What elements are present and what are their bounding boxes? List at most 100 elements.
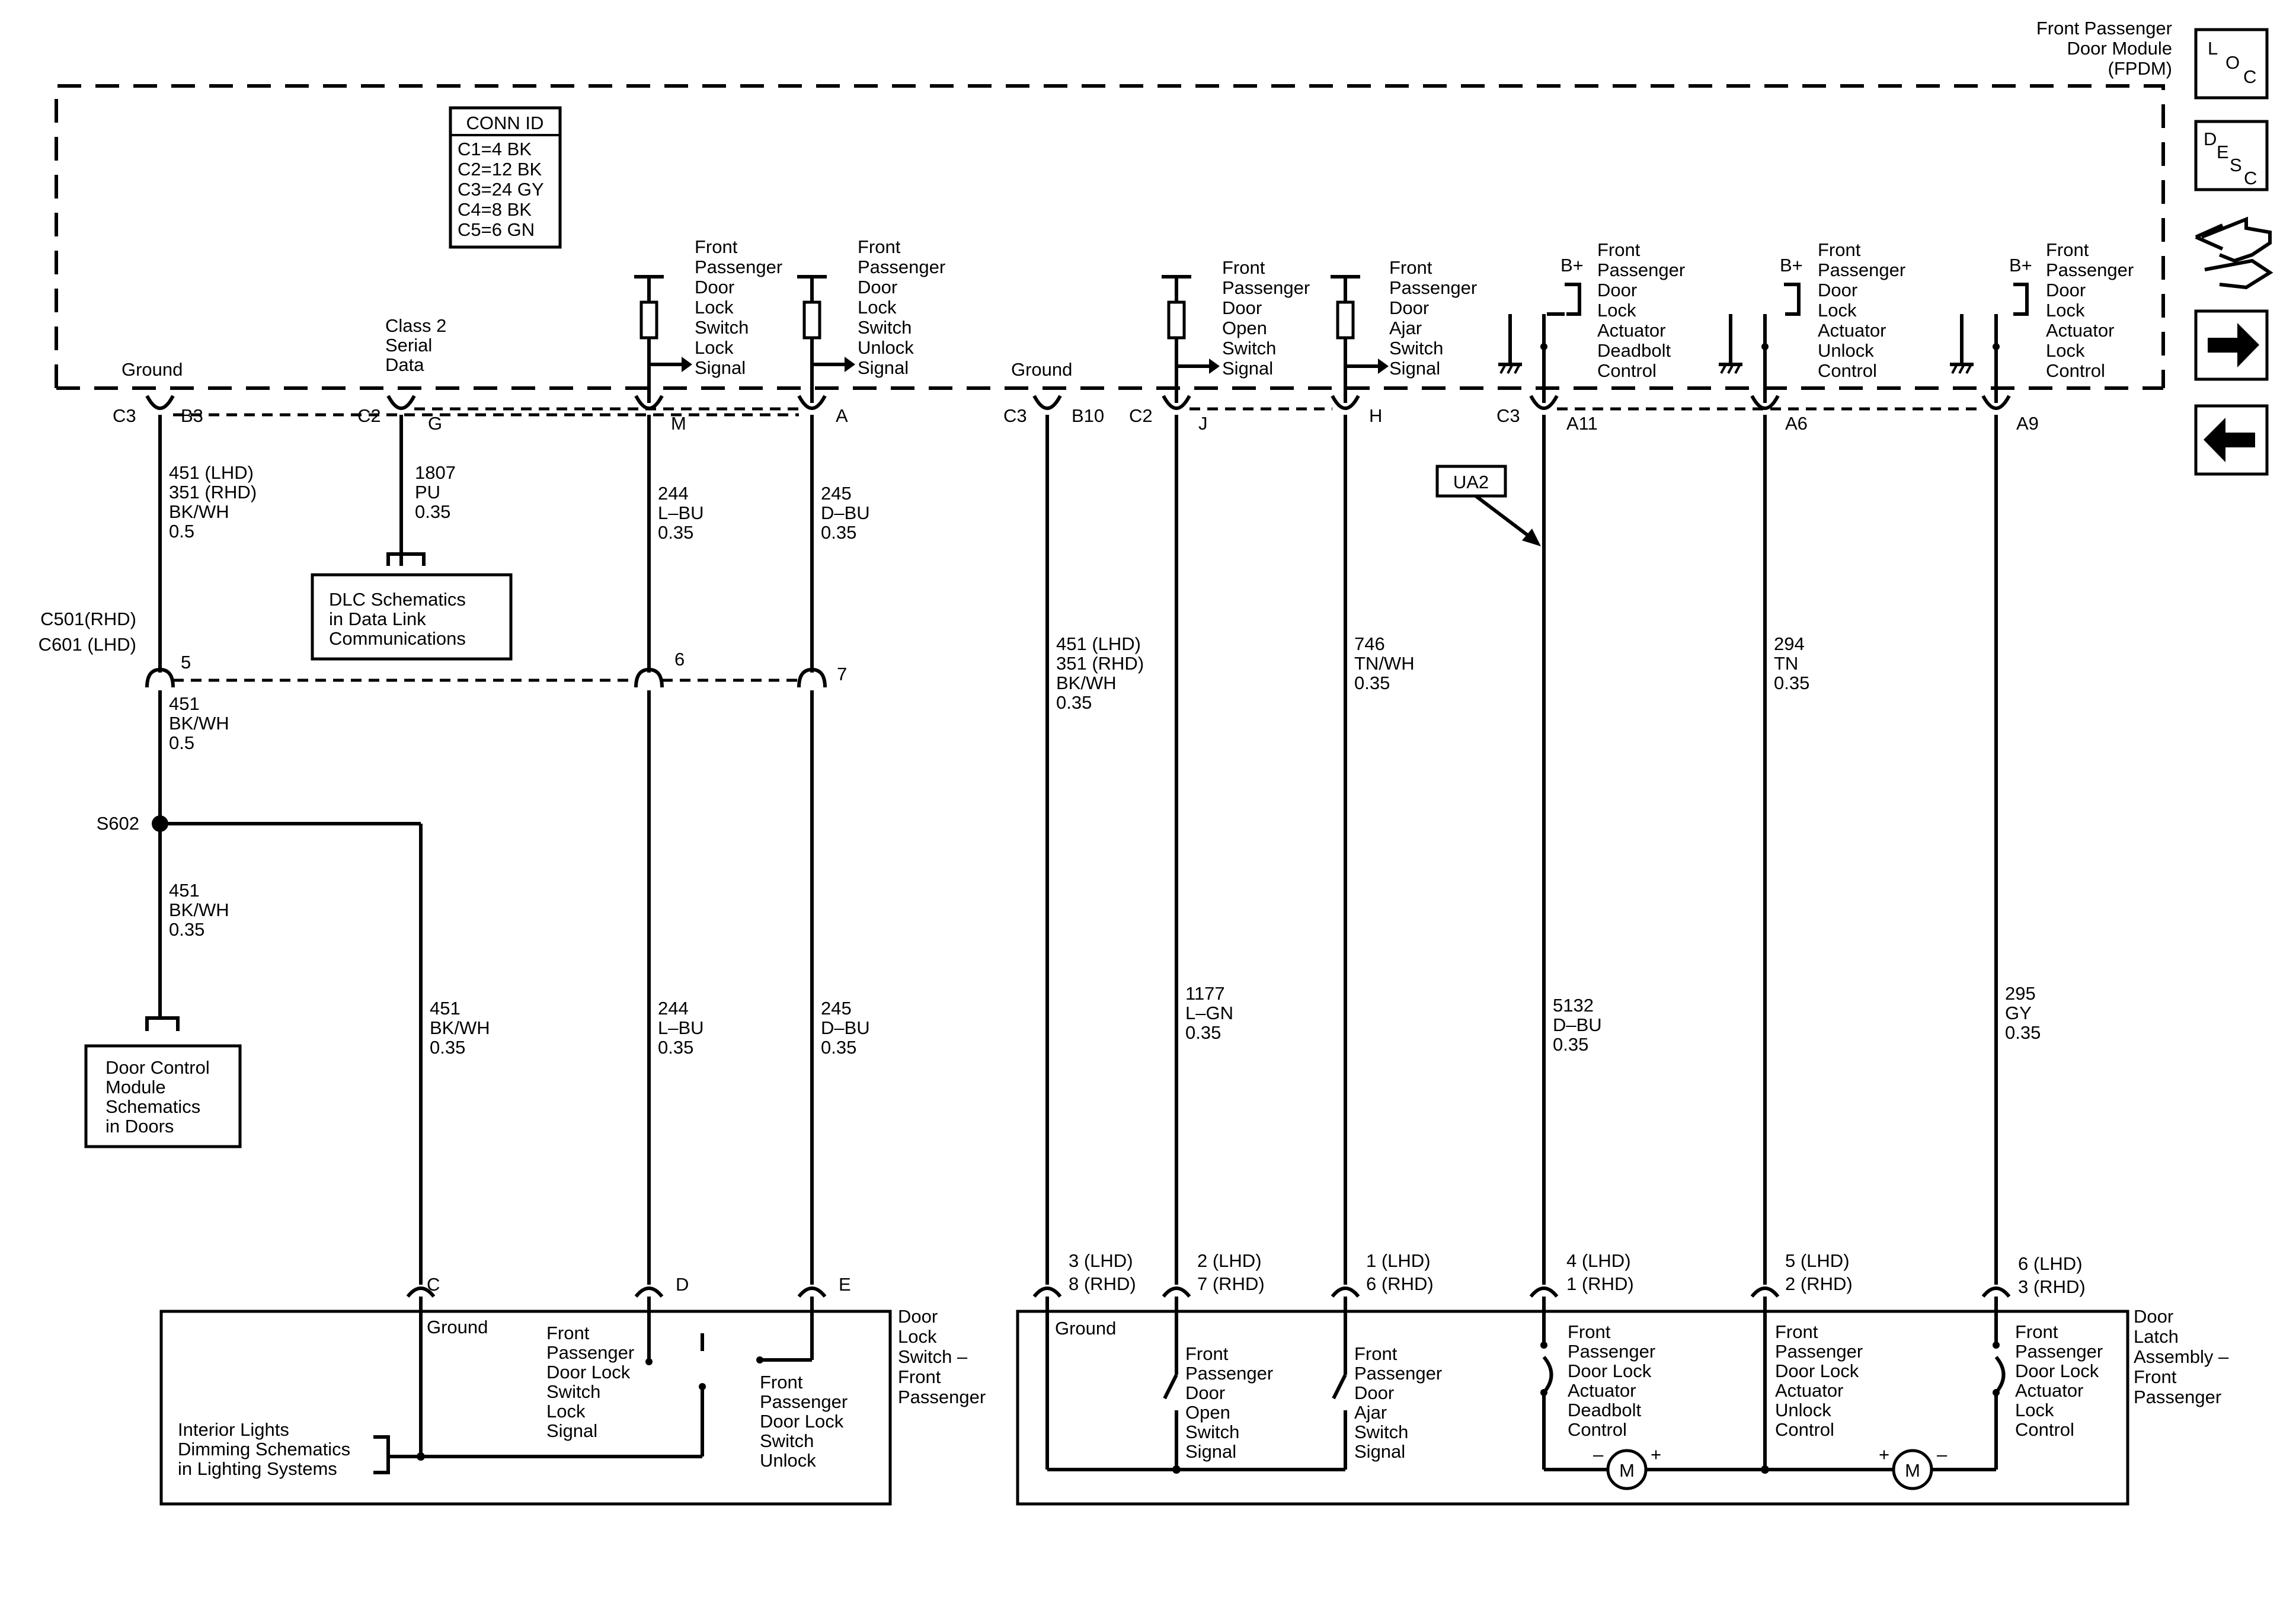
label-line: Control bbox=[1568, 1419, 1627, 1440]
interior-lights-reference[interactable]: Interior Lights Dimming Schematics in Li… bbox=[178, 1419, 421, 1479]
next-page-button[interactable] bbox=[2194, 309, 2269, 381]
label-line: Front bbox=[1568, 1321, 1611, 1342]
label-line: Passenger bbox=[1389, 277, 1477, 298]
label-line: in Lighting Systems bbox=[178, 1458, 337, 1479]
wire-line: 0.35 bbox=[821, 1037, 856, 1058]
label-line: Door bbox=[1597, 280, 1637, 300]
wire-line: 1807 bbox=[415, 462, 456, 483]
pin-label: 5 bbox=[181, 652, 191, 673]
polarity-label: + bbox=[1651, 1444, 1661, 1465]
pin-label: J bbox=[1198, 413, 1208, 434]
desc-letter: S bbox=[2230, 155, 2242, 175]
label-line: Unlock bbox=[858, 337, 914, 358]
label-line: Signal bbox=[1222, 358, 1273, 379]
switch-name-line: Switch – bbox=[898, 1346, 968, 1367]
prev-page-button[interactable] bbox=[2194, 404, 2269, 476]
label-line: Control bbox=[1597, 360, 1657, 381]
wire-line: 0.35 bbox=[1185, 1022, 1221, 1043]
lock-switch-unlock-label: Front Passenger Door Lock Switch Unlock bbox=[760, 1372, 848, 1471]
wire-line: L–BU bbox=[658, 1017, 704, 1038]
splice-s602-dot bbox=[152, 815, 168, 832]
pin-label: 6 (RHD) bbox=[1366, 1273, 1434, 1294]
dlc-reference-box[interactable]: DLC Schematics in Data Link Communicatio… bbox=[311, 552, 513, 661]
label-line: Front bbox=[546, 1323, 590, 1343]
label-line: Control bbox=[2015, 1419, 2074, 1440]
bplus-label: B+ bbox=[1780, 255, 1803, 276]
door-lock-switch: C D E Door Lock Switch – Front Passenger… bbox=[159, 1274, 986, 1506]
label-line: Switch bbox=[1389, 338, 1443, 359]
label-line: Lock bbox=[546, 1401, 586, 1422]
label-line: Passenger bbox=[1354, 1363, 1442, 1384]
desc-letter: E bbox=[2217, 142, 2229, 162]
label-line: Door Lock bbox=[760, 1411, 844, 1432]
pin-label: G bbox=[428, 413, 442, 434]
pin-label: 6 (LHD) bbox=[2018, 1253, 2083, 1274]
dlc-box-line: Communications bbox=[329, 628, 466, 649]
loc-letter: O bbox=[2225, 52, 2240, 73]
splice-s602-label: S602 bbox=[97, 813, 139, 834]
unlock-control-label: Front Passenger Door Lock Actuator Unloc… bbox=[1818, 239, 1905, 381]
wire-line: 451 bbox=[430, 998, 461, 1019]
label-line: Actuator bbox=[1597, 320, 1665, 341]
relay-driver-a9: B+ bbox=[1950, 255, 2032, 403]
polarity-label: + bbox=[1879, 1444, 1889, 1465]
label-line: Ajar bbox=[1389, 318, 1422, 338]
wire-line: D–BU bbox=[1553, 1014, 1602, 1035]
bplus-label: B+ bbox=[2009, 255, 2032, 276]
wire-line: 0.35 bbox=[1056, 692, 1092, 713]
desc-letter: D bbox=[2204, 129, 2217, 149]
pin-label: C3 bbox=[113, 405, 136, 426]
dcm-box-line: Door Control bbox=[105, 1057, 210, 1078]
label-line: Deadbolt bbox=[1568, 1400, 1641, 1420]
wire-label-244-low: 244 L–BU 0.35 bbox=[658, 998, 704, 1058]
wire-label-295: 295 GY 0.35 bbox=[2005, 983, 2041, 1043]
loc-button[interactable]: L O C bbox=[2194, 28, 2269, 100]
label-line: Passenger bbox=[546, 1342, 634, 1363]
wire-label-244-top: 244 L–BU 0.35 bbox=[658, 483, 704, 543]
label-line: Door Lock bbox=[1775, 1361, 1859, 1381]
wire-line: 294 bbox=[1774, 633, 1805, 654]
module-outline bbox=[55, 84, 2165, 388]
wire-line: GY bbox=[2005, 1003, 2032, 1023]
wire-line: BK/WH bbox=[169, 713, 229, 734]
wire-line: 295 bbox=[2005, 983, 2036, 1004]
dcm-reference-box[interactable]: Door Control Module Schematics in Doors bbox=[84, 1016, 242, 1148]
module-title: Front Passenger Door Module (FPDM) bbox=[2036, 18, 2172, 79]
label-line: Passenger bbox=[1568, 1341, 1655, 1362]
arrow-left-icon bbox=[2204, 418, 2255, 462]
desc-button[interactable]: D E S C bbox=[2194, 120, 2269, 191]
conn-id-row: C5=6 GN bbox=[458, 219, 535, 240]
wire-line: 0.35 bbox=[415, 501, 450, 522]
label-line: Door Lock bbox=[2015, 1361, 2099, 1381]
wire-line: TN/WH bbox=[1354, 653, 1415, 674]
latch-ajar-label: Front Passenger Door Ajar Switch Signal bbox=[1354, 1343, 1442, 1462]
wire-line: 451 bbox=[169, 693, 200, 714]
wire-line: BK/WH bbox=[169, 501, 229, 522]
label-line: Door bbox=[2046, 280, 2086, 300]
conn-id-row: C4=8 BK bbox=[458, 199, 532, 220]
latch-name-line: Assembly – bbox=[2134, 1346, 2229, 1367]
pin-label: A6 bbox=[1785, 413, 1808, 434]
label-line: Signal bbox=[546, 1420, 597, 1441]
pin-label: A9 bbox=[2016, 413, 2039, 434]
wire-line: BK/WH bbox=[1056, 673, 1117, 693]
latch-name-line: Front bbox=[2134, 1366, 2177, 1387]
label-line: Lock bbox=[1818, 300, 1857, 321]
label-line: Door bbox=[1185, 1382, 1225, 1403]
wire-line: L–BU bbox=[658, 502, 704, 523]
label-line: Switch bbox=[695, 317, 749, 338]
pin-label: 2 (RHD) bbox=[1785, 1273, 1853, 1294]
inline-conn-rhd: C501(RHD) bbox=[40, 609, 136, 629]
label-line: Signal bbox=[695, 357, 746, 378]
wire-label-746: 746 TN/WH 0.35 bbox=[1354, 633, 1415, 693]
polarity-label: – bbox=[1937, 1444, 1948, 1465]
label-line: Door Lock bbox=[546, 1362, 631, 1382]
motor-label: M bbox=[1905, 1460, 1920, 1481]
pin-label: C3 bbox=[1003, 405, 1027, 426]
connector-tool-icon[interactable] bbox=[2195, 216, 2273, 290]
latch-deadbolt-label: Front Passenger Door Lock Actuator Deadb… bbox=[1568, 1321, 1655, 1440]
pin-label: A11 bbox=[1566, 413, 1598, 434]
class2-line: Serial bbox=[385, 335, 432, 356]
dlc-box-line: in Data Link bbox=[329, 609, 426, 629]
label-line: Passenger bbox=[1222, 277, 1310, 298]
